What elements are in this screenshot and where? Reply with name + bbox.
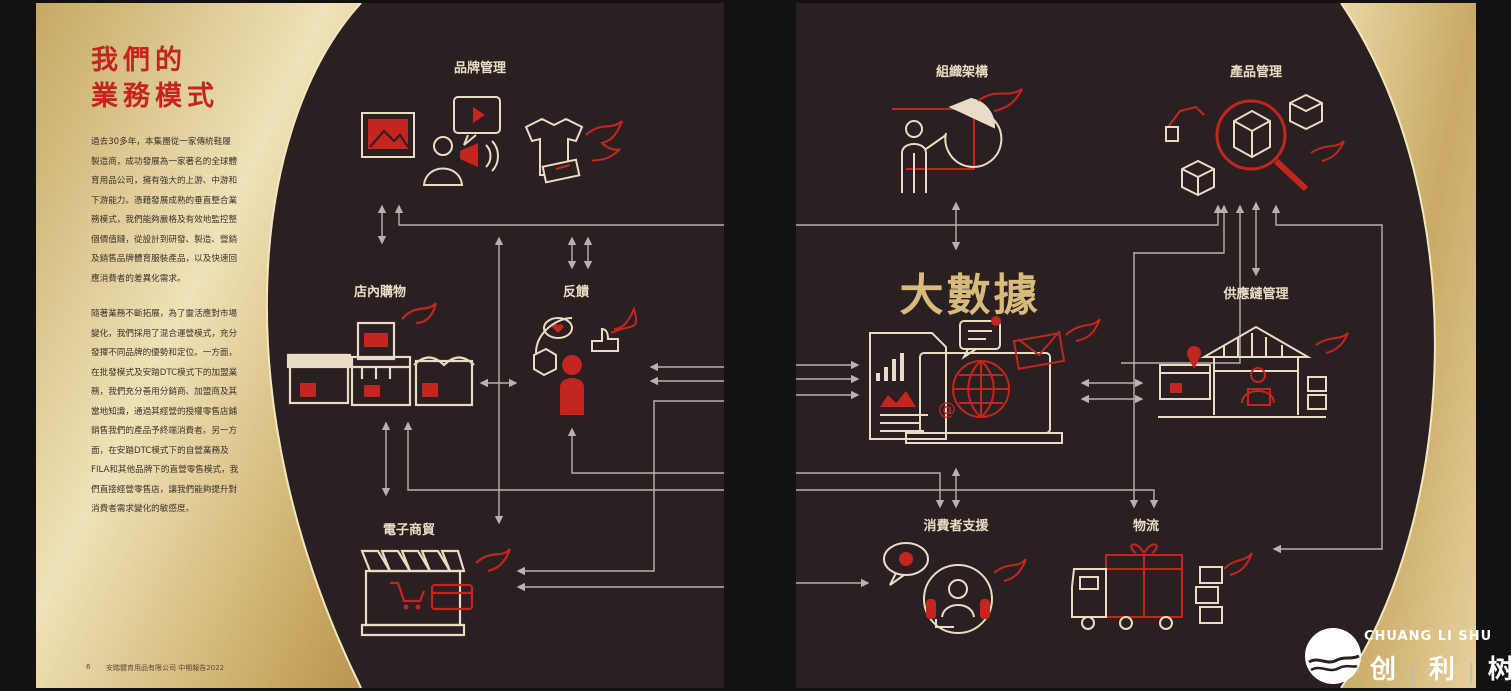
node-label-ecommerce: 電子商貿 — [382, 523, 436, 538]
watermark-char-2: 利 — [1428, 655, 1457, 685]
right-page-graphics: @ — [796, 3, 1476, 688]
big-data-label: 大數據 — [899, 270, 1041, 321]
node-label-in-store-shopping: 店內購物 — [353, 285, 407, 300]
title-line-2: 業務模式 — [91, 81, 219, 112]
footer-page-number: 6 — [86, 663, 91, 671]
footer-report-title: 安踏體育用品有限公司 中期報告2022 — [106, 664, 225, 672]
intro-paragraph: 過去30多年，本集團從一家傳統鞋履製造商，成功發展為一家著名的全球體育用品公司，… — [91, 137, 238, 284]
tree-logo-icon — [1305, 628, 1361, 684]
in-store-shopping-icon — [286, 302, 475, 407]
watermark-separator-2: | — [1467, 659, 1477, 683]
watermark-char-3: 树 — [1487, 655, 1511, 685]
page-title: 我們的 業務模式 — [91, 43, 219, 115]
logistics-icon — [1071, 543, 1253, 630]
ecommerce-icon — [360, 548, 512, 637]
model-paragraph: 隨著業務不斷拓展，為了靈活應對市場變化，我們採用了混合運營模式，充分發揮不同品牌… — [91, 309, 239, 514]
node-label-supply-chain: 供應鏈管理 — [1223, 287, 1289, 302]
brand-management-icon — [361, 96, 623, 186]
big-data-icon: @ — [869, 316, 1101, 444]
node-label-org-structure: 組織架構 — [935, 65, 989, 80]
product-management-icon — [1165, 93, 1345, 197]
flow-arrows — [377, 204, 724, 592]
node-label-brand-management: 品牌管理 — [453, 61, 507, 76]
node-label-consumer-support: 消費者支援 — [923, 519, 989, 534]
left-page: 我們的 業務模式 過去30多年，本集團從一家傳統鞋履製造商，成功發展為一家著名的… — [36, 3, 724, 688]
node-label-logistics: 物流 — [1132, 519, 1160, 534]
node-label-feedback: 反饋 — [562, 285, 590, 300]
title-line-1: 我們的 — [91, 45, 187, 76]
org-structure-icon — [892, 88, 1023, 193]
right-page: @ — [796, 3, 1476, 688]
left-page-graphics — [36, 3, 724, 688]
node-label-product-management: 產品管理 — [1229, 65, 1283, 80]
flow-arrows-right — [796, 201, 1383, 588]
gold-panel-right — [1341, 3, 1476, 688]
consumer-support-icon — [883, 542, 1027, 634]
feedback-icon — [533, 306, 638, 415]
watermark-char-1: 创 — [1370, 655, 1399, 685]
watermark-text-cn: 创 | 利 | 树 — [1370, 649, 1511, 686]
watermark-text-en: CHUANG LI SHU — [1364, 629, 1493, 644]
watermark-separator-1: | — [1409, 659, 1418, 683]
svg-text:@: @ — [938, 399, 956, 420]
supply-chain-icon — [1158, 325, 1349, 418]
